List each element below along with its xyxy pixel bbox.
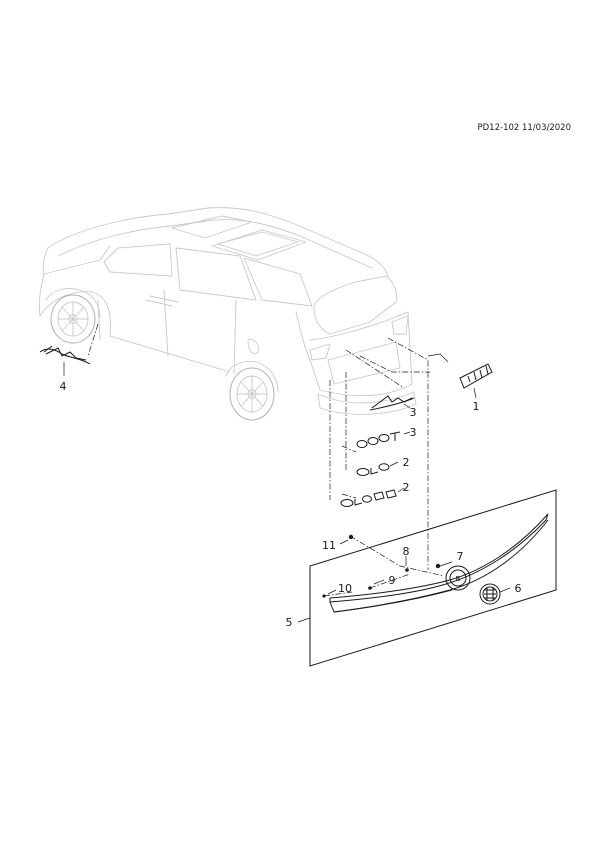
callout-1: 1	[473, 400, 480, 413]
avenir-side-emblem	[39, 345, 91, 365]
callout-8: 8	[403, 545, 410, 558]
callout-5: 5	[286, 616, 293, 629]
callout-11: 11	[322, 539, 336, 552]
emblem-base: B	[439, 561, 471, 591]
callout-6: 6	[515, 582, 522, 595]
fastener-9	[368, 586, 372, 590]
callout-3-652t: 3	[410, 426, 417, 439]
badge-gl8	[356, 463, 390, 476]
callout-10: 10	[338, 582, 352, 595]
callout-2-gl8: 2	[403, 456, 410, 469]
tri-shield-emblem	[479, 583, 511, 605]
fastener-7	[435, 563, 441, 569]
avenir-rear-emblem	[369, 395, 415, 411]
badge-652t	[356, 431, 401, 448]
liftgate-garnish-assembly	[297, 489, 557, 667]
callout-9: 9	[389, 574, 396, 587]
fastener-11	[348, 534, 354, 540]
leader-lines	[63, 362, 477, 595]
emblem-center-letter: B	[456, 575, 461, 583]
callout-2-gl8-es: 2	[403, 481, 410, 494]
callout-3-avenir: 3	[410, 406, 417, 419]
callout-7: 7	[457, 550, 464, 563]
fastener-10	[322, 594, 326, 598]
connection-lines	[87, 323, 445, 597]
buick-rear-badge	[427, 353, 493, 389]
callout-4: 4	[60, 380, 67, 393]
badge-gl8-es	[340, 489, 397, 507]
fastener-8	[405, 568, 409, 572]
diagram-reference: PD12-102 11/03/2020	[478, 123, 571, 133]
vehicle-illustration	[38, 207, 417, 421]
